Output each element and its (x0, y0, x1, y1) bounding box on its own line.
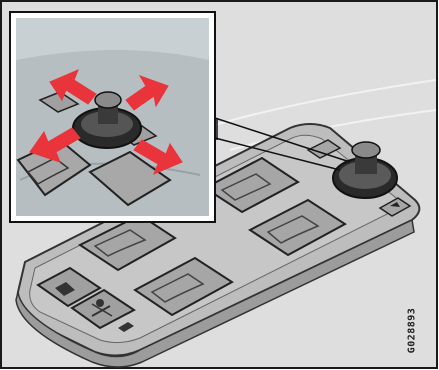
magnified-inset (10, 12, 215, 222)
figure-code: G028893 (403, 308, 421, 352)
figure-code-text: G028893 (407, 307, 418, 353)
